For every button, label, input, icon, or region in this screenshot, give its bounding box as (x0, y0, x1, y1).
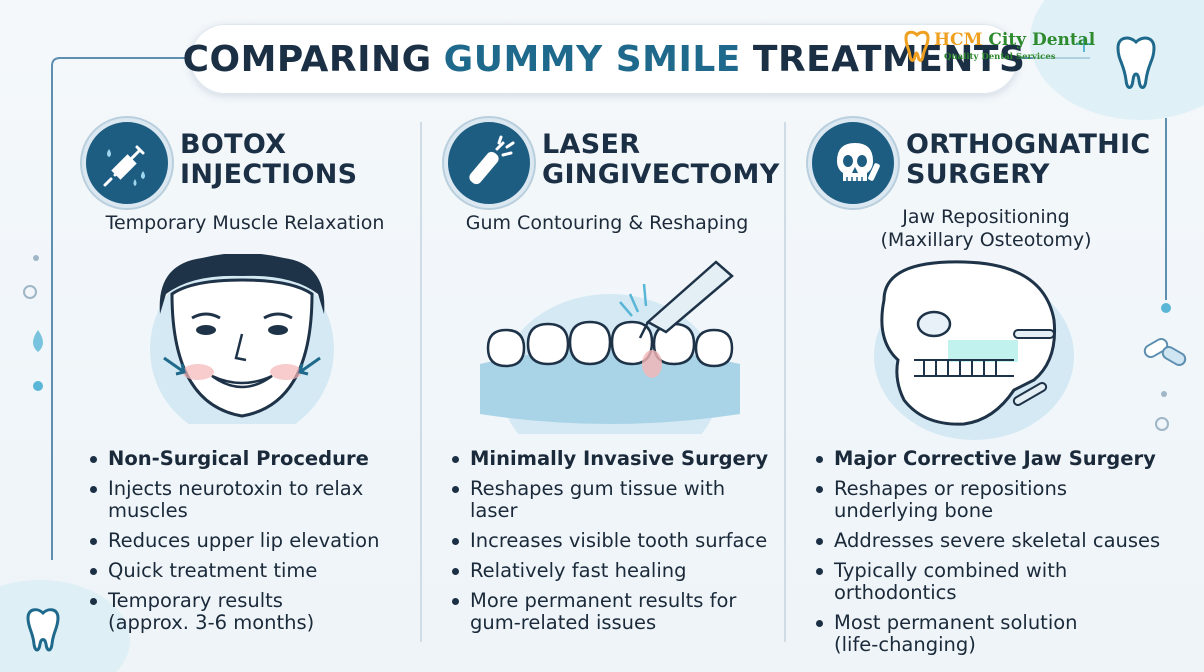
orthognathic-column: ORTHOGNATHIC SURGERY Jaw Repositioning (… (796, 118, 1176, 656)
list-item: Reshapes or repositions underlying bone (816, 478, 1176, 522)
logo-tooth-icon (904, 30, 930, 62)
teeth-laser-illustration (480, 260, 740, 434)
skull-illustration (874, 260, 1074, 440)
orthognathic-heading: ORTHOGNATHIC SURGERY (906, 129, 1151, 190)
title-highlight: GUMMY SMILE (443, 38, 741, 80)
logo-name: HCM City Dental (934, 30, 1096, 50)
list-item: Relatively fast healing (452, 560, 768, 582)
list-item: Temporary results (approx. 3-6 months) (90, 590, 379, 634)
laser-column: LASER GINGIVECTOMY Gum Contouring & Resh… (432, 118, 782, 648)
logo-tagline: Quality Dental Services (944, 52, 1056, 62)
list-item: Injects neurotoxin to relax muscles (90, 478, 379, 522)
tooth-icon (26, 608, 60, 652)
pills-icon (1143, 338, 1187, 366)
list-item: Quick treatment time (90, 560, 379, 582)
list-item: More permanent results for gum-related i… (452, 590, 768, 634)
orthognathic-subtitle: Jaw Repositioning (Maxillary Osteotomy) (880, 206, 1092, 251)
clinic-logo: HCM City Dental Quality Dental Services (900, 28, 1095, 68)
page-title: COMPARING GUMMY SMILE TREATMENTS (183, 24, 1025, 94)
column-divider (784, 122, 786, 642)
botox-subtitle: Temporary Muscle Relaxation (105, 212, 385, 234)
list-item: Major Corrective Jaw Surgery (816, 448, 1176, 470)
column-divider (420, 122, 422, 642)
laser-subtitle: Gum Contouring & Reshaping (465, 212, 749, 234)
botox-column: BOTOX INJECTIONS Temporary Muscle Relaxa… (70, 118, 420, 648)
botox-bullet-list: Non-Surgical Procedure Injects neurotoxi… (90, 448, 379, 642)
list-item: Typically combined with orthodontics (816, 560, 1176, 604)
laser-heading: LASER GINGIVECTOMY (542, 129, 780, 190)
laser-bullet-list: Minimally Invasive Surgery Reshapes gum … (452, 448, 768, 642)
list-item: Addresses severe skeletal causes (816, 530, 1176, 552)
tooth-icon (1116, 36, 1156, 89)
list-item: Reduces upper lip elevation (90, 530, 379, 552)
list-item: Reshapes gum tissue with laser (452, 478, 768, 522)
skull-icon (808, 118, 898, 208)
list-item: Non-Surgical Procedure (90, 448, 379, 470)
sparkle-icon (1076, 36, 1092, 52)
syringe-icon (82, 118, 172, 208)
face-illustration (150, 254, 334, 424)
orthognathic-bullet-list: Major Corrective Jaw Surgery Reshapes or… (816, 448, 1176, 664)
list-item: Minimally Invasive Surgery (452, 448, 768, 470)
botox-heading: BOTOX INJECTIONS (180, 129, 358, 190)
title-pre: COMPARING (182, 38, 432, 80)
title-post: TREATMENTS (752, 38, 1026, 80)
laser-icon (444, 118, 534, 208)
list-item: Increases visible tooth surface (452, 530, 768, 552)
list-item: Most permanent solution (life-changing) (816, 612, 1176, 656)
